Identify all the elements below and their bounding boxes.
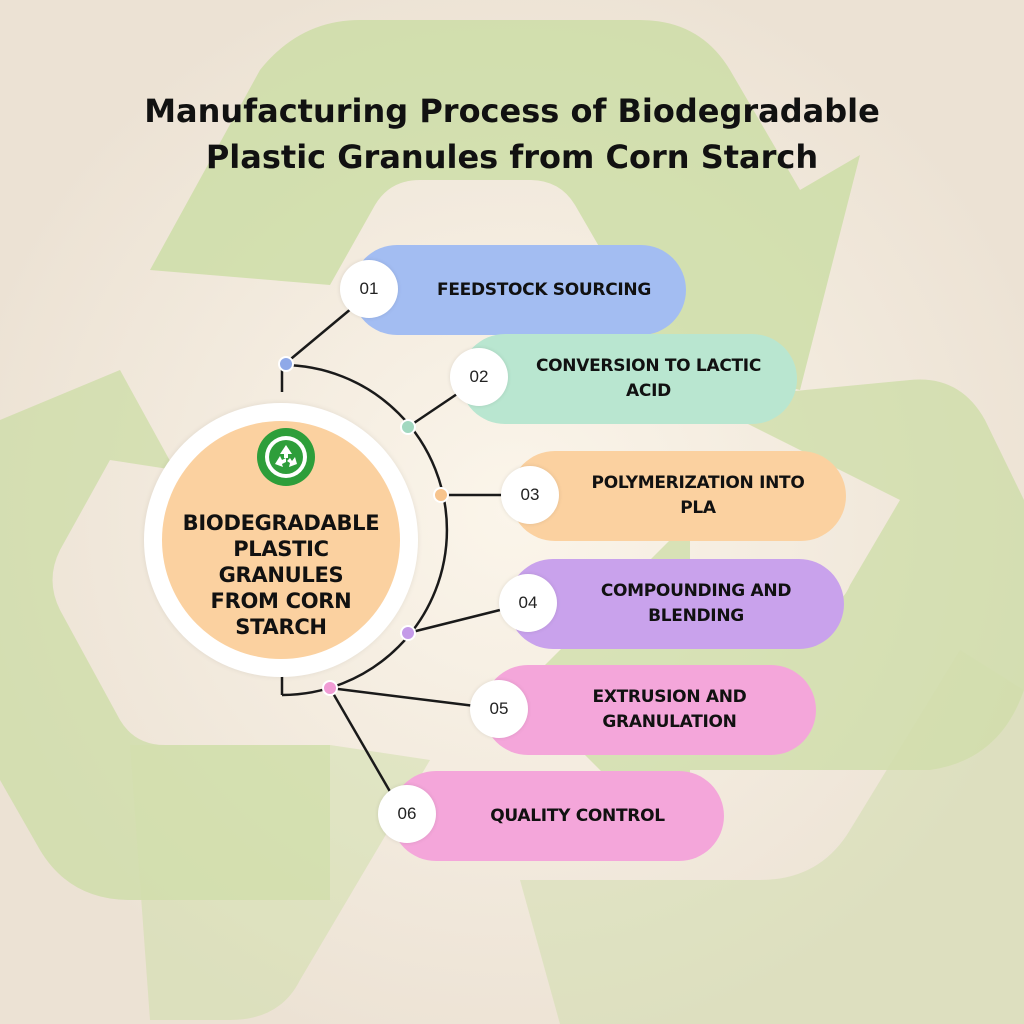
step-2-label-line: ACID [626, 381, 671, 401]
step-2-pill: CONVERSION TO LACTIC ACID [460, 334, 797, 424]
hub-label-line: PLASTIC GRANULES [218, 537, 344, 587]
step-5-label-line: EXTRUSION AND [592, 687, 747, 707]
hub-label-line: BIODEGRADABLE [182, 511, 380, 535]
step-2-number: 02 [450, 348, 508, 406]
step-5-number: 05 [470, 680, 528, 738]
step-6-pill: QUALITY CONTROL [391, 771, 724, 861]
step-3-number: 03 [501, 466, 559, 524]
step-5-label-line: GRANULATION [602, 712, 737, 732]
step-1-pill: FEEDSTOCK SOURCING [352, 245, 686, 335]
title-line-2: Plastic Granules from Corn Starch [205, 138, 819, 176]
step-3-label-line: POLYMERIZATION INTO [591, 473, 805, 493]
hub-label-line: STARCH [235, 615, 327, 639]
step-5-pill: EXTRUSION AND GRANULATION [483, 665, 816, 755]
hub-label-line: FROM CORN [210, 589, 352, 613]
step-6-label: QUALITY CONTROL [490, 805, 665, 826]
step-5-connector-dot [322, 680, 338, 696]
biodegradable-badge-icon [257, 428, 315, 486]
step-2-label-line: CONVERSION TO LACTIC [535, 356, 761, 376]
step-3-connector-dot [433, 487, 449, 503]
step-4-pill: COMPOUNDING AND BLENDING [508, 559, 844, 649]
step-1-label: FEEDSTOCK SOURCING [437, 279, 651, 300]
step-3-pill: POLYMERIZATION INTO PLA [510, 451, 846, 541]
step-4-label-line: BLENDING [648, 606, 744, 626]
step-2-connector-dot [400, 419, 416, 435]
step-6-number: 06 [378, 785, 436, 843]
step-1-number: 01 [340, 260, 398, 318]
step-4-connector-dot [400, 625, 416, 641]
step-4-number: 04 [499, 574, 557, 632]
title-line-1: Manufacturing Process of Biodegradable [144, 92, 880, 130]
page-title: Manufacturing Process of Biodegradable P… [112, 88, 912, 180]
step-4-label-line: COMPOUNDING AND [600, 581, 792, 601]
step-3-label-line: PLA [680, 498, 716, 518]
step-1-connector-dot [278, 356, 294, 372]
hub-label: BIODEGRADABLE PLASTIC GRANULES FROM CORN… [176, 510, 386, 640]
